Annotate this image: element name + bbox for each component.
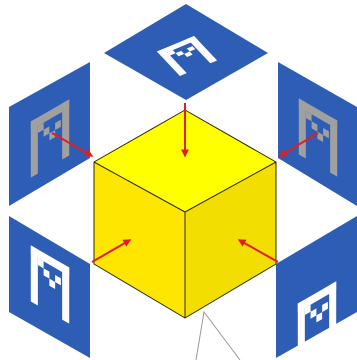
arrow-lower-left <box>91 239 132 263</box>
tile-lower-right <box>276 216 357 360</box>
arrow-lower-right <box>237 239 279 263</box>
tile-lower-left <box>9 216 90 358</box>
arrow-upper-right <box>278 132 319 157</box>
yellow-cube <box>93 109 277 319</box>
tile-upper-left <box>9 62 90 206</box>
cube-right-face <box>185 162 276 318</box>
arrow-upper-left <box>51 132 94 157</box>
tile-top <box>104 4 268 100</box>
pointer-lines <box>195 310 241 360</box>
cube-left-face <box>94 162 185 318</box>
